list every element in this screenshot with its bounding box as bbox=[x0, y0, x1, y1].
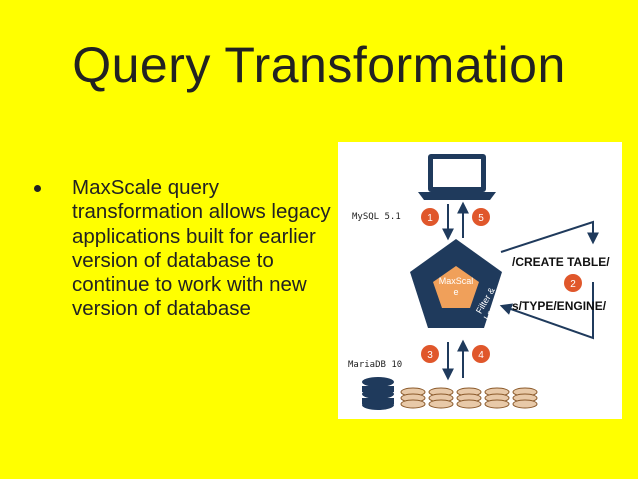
step-badge-4: 4 bbox=[472, 345, 490, 363]
slide-title: Query Transformation bbox=[72, 37, 566, 93]
diagram-svg: MySQL 5.1 1 5 MaxScal e Filter & Logging bbox=[348, 154, 610, 410]
arrow-from-filter bbox=[499, 282, 594, 340]
maxscale-hub: MaxScal e Filter & Logging bbox=[410, 239, 506, 328]
hub-label-2: e bbox=[453, 287, 458, 297]
laptop-icon bbox=[418, 154, 496, 200]
step-badge-2: 2 bbox=[564, 274, 582, 292]
server-label: MariaDB 10 bbox=[348, 360, 402, 370]
database-icon bbox=[362, 377, 394, 410]
arrow-to-filter bbox=[500, 220, 599, 253]
maxscale-diagram: MySQL 5.1 1 5 MaxScal e Filter & Logging bbox=[338, 142, 622, 419]
client-label: MySQL 5.1 bbox=[352, 212, 401, 222]
svg-text:5: 5 bbox=[478, 213, 484, 224]
bullet-item: MaxScale query transformation allows leg… bbox=[34, 176, 334, 322]
step-badge-3: 3 bbox=[421, 345, 439, 363]
svg-text:3: 3 bbox=[427, 350, 433, 361]
step-badge-5: 5 bbox=[472, 208, 490, 226]
bullet-dot bbox=[34, 185, 41, 192]
svg-text:2: 2 bbox=[570, 279, 576, 290]
data-stacks-icon bbox=[400, 387, 538, 409]
step-badge-1: 1 bbox=[421, 208, 439, 226]
sed-line-2: s/TYPE/ENGINE/ bbox=[512, 299, 607, 313]
bullet-list: MaxScale query transformation allows leg… bbox=[34, 176, 334, 322]
bullet-text: MaxScale query transformation allows leg… bbox=[72, 176, 331, 321]
hub-label-1: MaxScal bbox=[439, 276, 474, 286]
svg-text:4: 4 bbox=[478, 350, 484, 361]
svg-text:1: 1 bbox=[427, 213, 433, 224]
sed-line-1: /CREATE TABLE/ bbox=[512, 255, 610, 269]
